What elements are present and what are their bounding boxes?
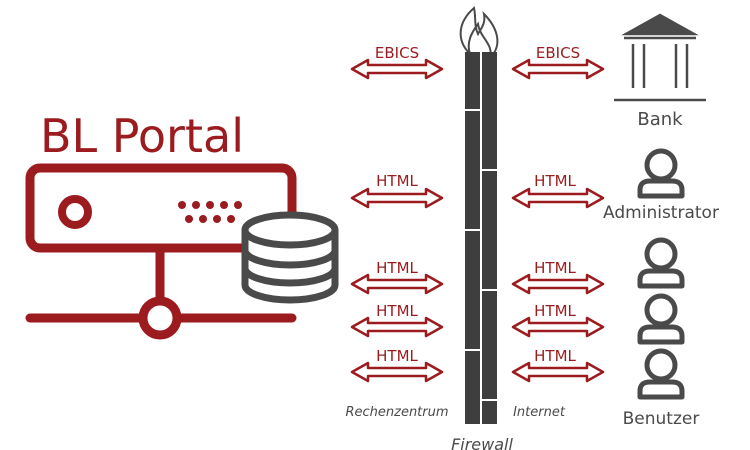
server-icon (25, 163, 297, 340)
internet-label: Internet (513, 405, 566, 420)
database-icon (241, 211, 339, 304)
user-icon (637, 293, 685, 345)
arrow-label: HTML (534, 172, 576, 190)
user-icon (637, 348, 685, 400)
arrow-label: HTML (534, 347, 576, 365)
arrow-right-ebics: EBICS (511, 44, 605, 80)
user-icon (637, 237, 685, 289)
bank-label: Bank (637, 109, 683, 130)
arrow-right-html-2: HTML (511, 259, 605, 295)
administrator-icon (637, 148, 685, 199)
arrow-label: HTML (376, 259, 418, 277)
arrow-left-html-4: HTML (350, 347, 444, 383)
arrow-left-html-2: HTML (350, 259, 444, 295)
arrow-left-html-3: HTML (350, 302, 444, 338)
administrator-label: Administrator (603, 203, 719, 223)
arrow-left-html-1: HTML (350, 172, 444, 209)
bank-icon (614, 13, 706, 102)
arrow-right-html-1: HTML (511, 172, 605, 209)
arrow-label: HTML (534, 302, 576, 320)
arrow-right-html-3: HTML (511, 302, 605, 338)
benutzer-label: Benutzer (623, 409, 700, 429)
arrow-label: EBICS (375, 44, 419, 62)
portal-title: BL Portal (40, 109, 244, 163)
rechenzentrum-label: Rechenzentrum (345, 405, 448, 420)
arrow-label: HTML (376, 347, 418, 365)
firewall-label: Firewall (451, 435, 513, 450)
firewall-icon (459, 6, 499, 424)
arrow-label: HTML (376, 302, 418, 320)
arrow-left-ebics: EBICS (350, 44, 444, 80)
arrow-label: HTML (376, 172, 418, 190)
arrow-right-html-4: HTML (511, 347, 605, 383)
arrow-label: EBICS (536, 44, 580, 62)
arrow-label: HTML (534, 259, 576, 277)
